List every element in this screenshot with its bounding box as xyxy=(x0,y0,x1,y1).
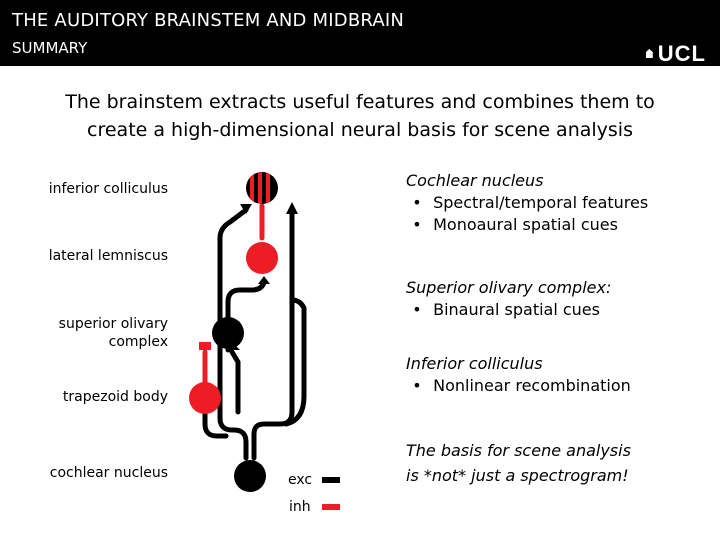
title-bar: THE AUDITORY BRAINSTEM AND MIDBRAIN SUMM… xyxy=(0,0,720,66)
arrowhead-ic-left xyxy=(240,204,252,214)
legend-inh-swatch xyxy=(322,504,340,510)
label-lateral-lemniscus: lateral lemniscus xyxy=(48,248,168,264)
superior-olivary-node xyxy=(212,317,244,349)
slide-title: THE AUDITORY BRAINSTEM AND MIDBRAIN xyxy=(12,10,405,31)
info-cochlear-item-2-text: Monoaural spatial cues xyxy=(433,215,618,234)
subtitle-line-2: create a high-dimensional neural basis f… xyxy=(87,119,633,141)
cn-to-soc-pathway xyxy=(229,349,241,415)
info-cochlear-item-1: • Spectral/temporal features xyxy=(406,192,648,214)
info-ic-heading: Inferior colliculus xyxy=(406,354,543,373)
right-outer-pathway xyxy=(283,297,307,427)
info-cochlear-item-2: • Monoaural spatial cues xyxy=(406,214,648,236)
bullet-icon: • xyxy=(412,193,422,212)
legend-exc-swatch xyxy=(322,477,340,483)
slide-subtitle: The brainstem extracts useful features a… xyxy=(20,88,700,144)
conclusion-line-2: is *not* just a spectrogram! xyxy=(406,466,629,485)
info-superior-olivary: Superior olivary complex: • Binaural spa… xyxy=(406,277,611,321)
legend-exc-label: exc xyxy=(288,472,313,488)
inferior-colliculus-node xyxy=(246,172,278,204)
info-cochlear-nucleus: Cochlear nucleus • Spectral/temporal fea… xyxy=(406,170,648,236)
inhibitory-arrowheads xyxy=(199,342,211,350)
info-ic-item-1: • Nonlinear recombination xyxy=(406,375,631,397)
info-soc-item-1-text: Binaural spatial cues xyxy=(433,300,600,319)
excitatory-pathways xyxy=(202,207,307,461)
conclusion-line-1: The basis for scene analysis xyxy=(406,441,631,460)
label-superior-olivary-line-2: complex xyxy=(108,334,168,350)
label-cochlear-nucleus: cochlear nucleus xyxy=(49,465,168,481)
label-trapezoid-body: trapezoid body xyxy=(62,389,168,405)
left-ascending-pathway xyxy=(217,207,249,461)
cochlear-nucleus-node xyxy=(234,460,266,492)
soc-to-ll-pathway xyxy=(225,279,267,353)
slide-section: SUMMARY xyxy=(12,39,88,57)
info-soc-heading: Superior olivary complex: xyxy=(406,278,612,297)
inhibitory-terminal-soc xyxy=(199,342,211,350)
ucl-crest-icon xyxy=(645,49,653,58)
right-ascending-pathway xyxy=(251,207,295,461)
bullet-icon: • xyxy=(412,376,422,395)
subtitle-line-1: The brainstem extracts useful features a… xyxy=(65,91,655,113)
bullet-icon: • xyxy=(412,215,422,234)
arrowhead-ic-right xyxy=(286,202,298,214)
label-inferior-colliculus: inferior colliculus xyxy=(48,181,168,197)
ucl-logo: UCL xyxy=(645,41,706,66)
lateral-lemniscus-node xyxy=(246,242,278,274)
info-cochlear-heading: Cochlear nucleus xyxy=(406,171,544,190)
bullet-icon: • xyxy=(412,300,422,319)
trapezoid-loop-pathway xyxy=(202,407,229,439)
conclusion-text: The basis for scene analysis is *not* ju… xyxy=(406,438,631,488)
info-soc-item-1: • Binaural spatial cues xyxy=(406,299,611,321)
legend-inh-label: inh xyxy=(289,499,311,515)
trapezoid-body-node xyxy=(189,382,221,414)
label-superior-olivary-line-1: superior olivary xyxy=(58,316,168,332)
info-inferior-colliculus: Inferior colliculus • Nonlinear recombin… xyxy=(406,353,631,397)
arrowhead-ll xyxy=(258,276,270,284)
info-ic-item-1-text: Nonlinear recombination xyxy=(433,376,631,395)
inhibitory-pathways xyxy=(202,203,265,385)
label-superior-olivary: superior olivary complex xyxy=(59,315,168,351)
ucl-logo-text: UCL xyxy=(657,41,706,66)
info-cochlear-item-1-text: Spectral/temporal features xyxy=(433,193,649,212)
